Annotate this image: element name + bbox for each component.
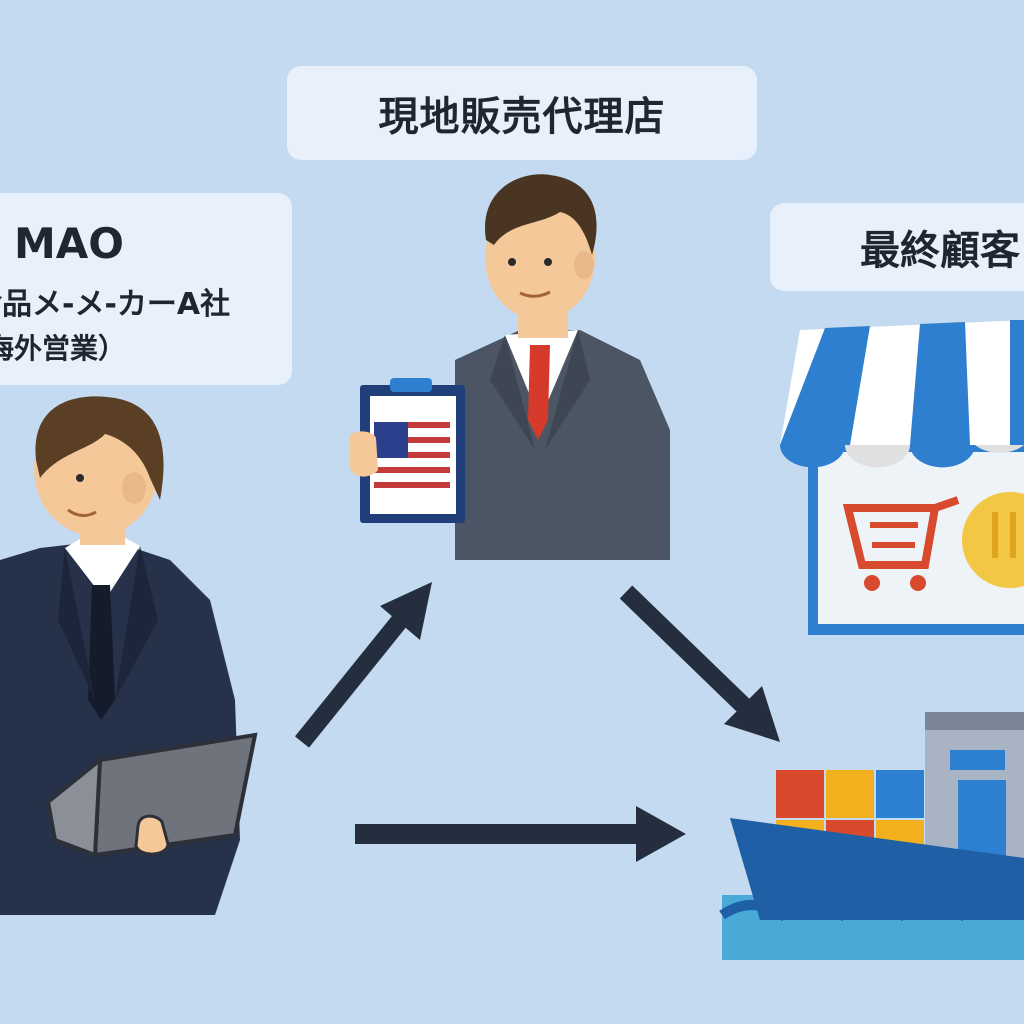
clipboard bbox=[349, 378, 465, 523]
arrow-agent-to-ship bbox=[619, 585, 780, 742]
maker-company: 食品メ-メ-カーA社 bbox=[0, 287, 231, 322]
maker-name: MAO bbox=[14, 219, 125, 268]
customer-label-card: 最終顧客 bbox=[770, 203, 1024, 291]
shopping-cart-icon bbox=[842, 496, 960, 591]
agent-label-card: 現地販売代理店 bbox=[287, 66, 757, 160]
store-icon bbox=[780, 320, 1024, 635]
arrow-maker-to-ship bbox=[355, 806, 686, 862]
laptop-icon bbox=[45, 732, 258, 858]
cargo-ship-icon bbox=[719, 712, 1024, 960]
customer-label: 最終顧客 bbox=[860, 228, 1020, 274]
us-flag-icon bbox=[374, 422, 450, 488]
arrow-maker-to-agent bbox=[294, 582, 432, 748]
maker-department: 海外営業） bbox=[0, 332, 127, 365]
fork-knife-icon bbox=[962, 492, 1024, 588]
agent-person bbox=[455, 174, 670, 560]
maker-label-card: MAO 食品メ-メ-カーA社 海外営業） bbox=[0, 193, 292, 385]
agent-label: 現地販売代理店 bbox=[378, 94, 666, 140]
